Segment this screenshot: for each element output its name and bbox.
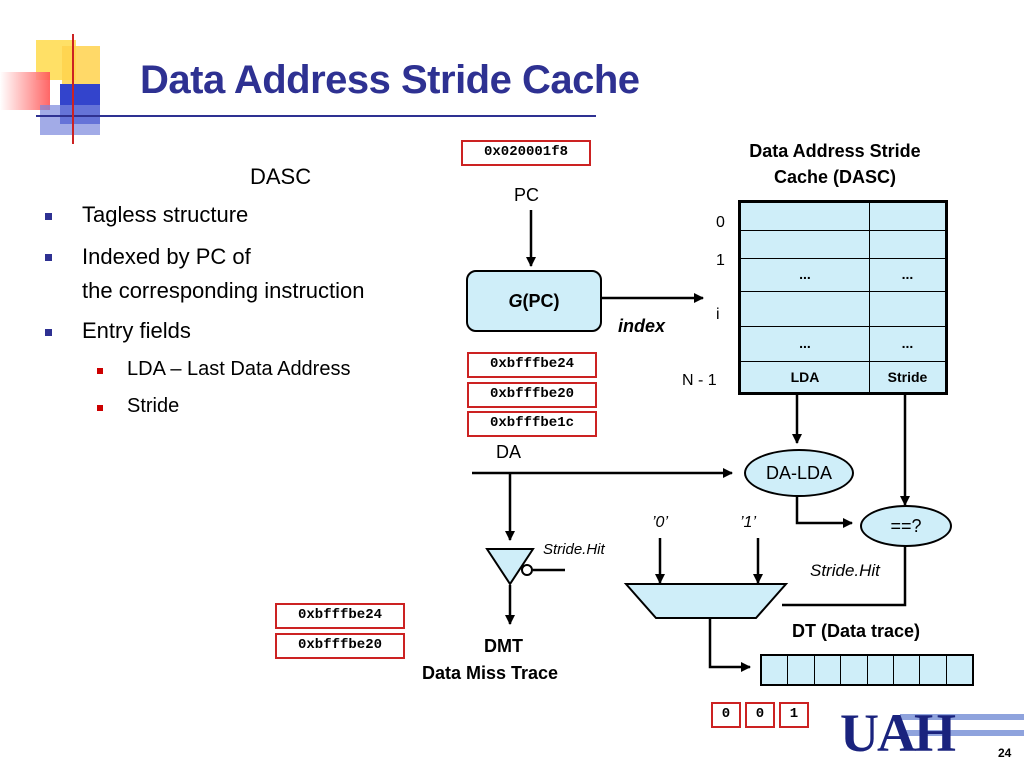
table-cell: ... (740, 326, 870, 362)
column-header-stride: Stride (869, 361, 946, 393)
sub-bullet-item: LDA – Last Data Address (127, 358, 351, 380)
bullet-item: Indexed by PC of (82, 244, 251, 269)
bullet-item: Entry fields (82, 318, 191, 343)
stride-hit-label: Stride.Hit (810, 561, 880, 580)
dt-slot (815, 656, 842, 684)
dt-title: DT (Data trace) (792, 621, 921, 641)
da-value: 0xbfffbe24 (467, 352, 597, 378)
dt-slot (868, 656, 894, 684)
table-cell (740, 291, 870, 327)
dt-register (760, 654, 974, 686)
table-cell: ... (740, 258, 870, 292)
uah-logo: UAH (840, 703, 1024, 768)
bullet-heading: DASC (250, 164, 312, 189)
bullet-item: Tagless structure (82, 202, 249, 227)
table-cell (869, 230, 946, 259)
row-label: i (716, 306, 720, 323)
uah-logo-text: UAH (840, 703, 956, 763)
da-value: 0xbfffbe20 (467, 382, 597, 408)
column-header-lda: LDA (740, 361, 870, 393)
dt-slot (762, 656, 789, 684)
da-label: DA (496, 442, 522, 462)
page-number: 24 (998, 746, 1012, 760)
hash-function-name: G (508, 291, 523, 311)
dasc-title: Data Address Stride Cache (DASC) (710, 138, 960, 190)
dmt-value: 0xbfffbe24 (275, 603, 405, 629)
stride-hit-label: Stride.Hit (543, 541, 605, 558)
row-label: 0 (716, 214, 725, 231)
corner-decoration (0, 0, 596, 150)
subtract-unit: DA-LDA (744, 449, 854, 497)
pc-label: PC (514, 185, 540, 205)
dasc-title-line2: Cache (DASC) (773, 167, 897, 187)
dasc-table: ... ... ... ... LDA Stride (738, 200, 948, 395)
dt-slot (920, 656, 947, 684)
dt-bit: 0 (745, 702, 775, 728)
table-cell (869, 291, 946, 327)
dt-slot (947, 656, 972, 684)
bullet-item-continuation: the corresponding instruction (82, 278, 365, 303)
sub-bullet-item: Stride (127, 395, 180, 417)
dt-slot (894, 656, 921, 684)
pc-value: 0x020001f8 (461, 140, 591, 166)
dasc-title-line1: Data Address Stride (749, 141, 921, 161)
dmt-subtitle: Data Miss Trace (422, 663, 559, 683)
hash-function-arg: (PC) (522, 291, 560, 311)
dt-bit: 0 (711, 702, 741, 728)
slide-title: Data Address Stride Cache (140, 58, 640, 102)
mux-input-0: ’0’ (652, 514, 669, 531)
bullet-marker (45, 213, 52, 220)
bullet-marker (45, 254, 52, 261)
bullet-marker (45, 329, 52, 336)
dt-bit: 1 (779, 702, 809, 728)
table-cell (740, 230, 870, 259)
dmt-value: 0xbfffbe20 (275, 633, 405, 659)
hash-function-box: G(PC) (466, 270, 602, 332)
bullet-list: DASC Tagless structure Indexed by PC of … (40, 160, 460, 430)
da-value: 0xbfffbe1c (467, 411, 597, 437)
sub-bullet-marker (97, 405, 103, 411)
row-label: 1 (716, 252, 725, 269)
table-cell: ... (869, 258, 946, 292)
mux-input-1: ’1’ (740, 514, 757, 531)
index-label: index (618, 316, 666, 336)
compare-unit: ==? (860, 505, 952, 547)
table-cell (740, 202, 870, 231)
dt-slot (788, 656, 815, 684)
dmt-title: DMT (484, 636, 523, 656)
row-label: N - 1 (682, 372, 717, 389)
table-cell (869, 202, 946, 231)
table-cell: ... (869, 326, 946, 362)
dt-slot (841, 656, 868, 684)
sub-bullet-marker (97, 368, 103, 374)
